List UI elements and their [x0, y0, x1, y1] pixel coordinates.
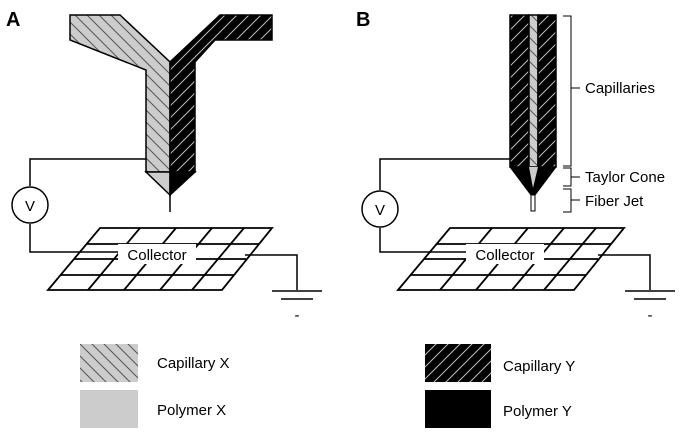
capillary-y-right [537, 14, 557, 168]
legend: Capillary X Polymer X Capillary Y Polyme… [80, 344, 575, 428]
taylor-cone-annotation: Taylor Cone [585, 169, 665, 186]
y-capillary [69, 14, 273, 212]
panel-a-label: A [6, 9, 20, 31]
annotation-brackets [563, 15, 580, 213]
voltmeter-a [11, 186, 49, 224]
legend-label-polymer-y: Polymer Y [503, 403, 572, 420]
capillaries-annotation: Capillaries [585, 80, 655, 97]
legend-label-capillary-y: Capillary Y [503, 358, 575, 375]
taylor-cone-b-core [529, 167, 538, 188]
coaxial-capillaries [509, 14, 557, 212]
ground-wire-a [245, 254, 298, 290]
legend-swatch-polymer-y [425, 390, 491, 428]
panel-b-label: B [356, 9, 370, 31]
legend-swatch-polymer-x [80, 390, 138, 428]
capillary-x-arm [69, 14, 171, 173]
collector-a [46, 227, 274, 291]
collector-a-label-bg [118, 244, 196, 264]
voltmeter-a-label: V [25, 198, 35, 215]
voltmeter-b [361, 190, 399, 228]
fiber-jet-b [530, 194, 536, 212]
collector-b-label-bg [466, 244, 544, 264]
panel-a: A V Collector - [6, 9, 322, 324]
ground-b-sign: - [648, 307, 653, 324]
wire-b-top [379, 158, 510, 190]
fiber-jet-annotation: Fiber Jet [585, 193, 644, 210]
voltmeter-b-label: V [375, 202, 385, 219]
legend-swatch-capillary-x [80, 344, 138, 382]
legend-label-polymer-x: Polymer X [157, 402, 226, 419]
capillary-x-center [528, 14, 539, 168]
ground-wire-b [598, 254, 651, 290]
capillary-y-arm [169, 14, 273, 173]
collector-a-label: Collector [127, 247, 186, 264]
wire-a-bottom [29, 224, 118, 253]
taylor-cone-a-dark [169, 171, 197, 197]
ground-a-sign: - [295, 307, 300, 324]
legend-swatch-capillary-y [425, 344, 491, 382]
wire-b-bottom [379, 228, 468, 253]
panel-b: B Capillaries Taylor Cone Fiber Jet V [356, 9, 675, 324]
legend-label-capillary-x: Capillary X [157, 355, 230, 372]
capillary-y-left [509, 14, 530, 168]
taylor-cone-a [144, 171, 171, 197]
collector-b-label: Collector [475, 247, 534, 264]
wire-a-top [29, 158, 146, 186]
